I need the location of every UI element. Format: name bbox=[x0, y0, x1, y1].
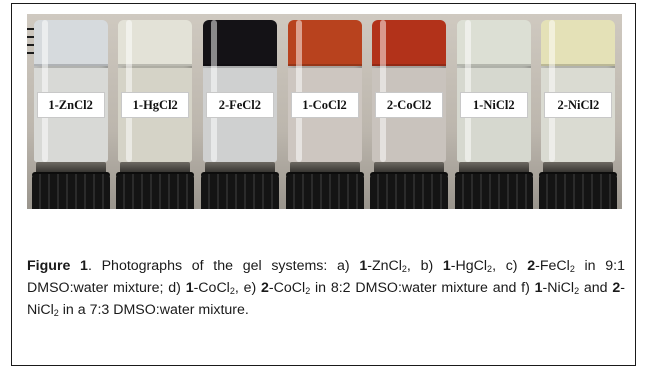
caption-compound-number: 2 bbox=[261, 280, 269, 296]
caption-compound-number: 1 bbox=[185, 280, 194, 296]
caption-compound-number: 2 bbox=[527, 258, 536, 274]
vial-label: 1-ZnCl2 bbox=[36, 92, 105, 118]
gel-boundary bbox=[118, 64, 193, 68]
vial-glass: 2-NiCl2 bbox=[541, 20, 616, 162]
gel-boundary bbox=[456, 64, 531, 68]
vial-1-cocl2: 1-CoCl2 bbox=[284, 14, 366, 209]
vial-1-nicl2: 1-NiCl2 bbox=[453, 14, 535, 209]
caption-subscript: 2 bbox=[229, 286, 235, 296]
vial-label: 2-NiCl2 bbox=[544, 92, 613, 118]
caption-compound-number: 1 bbox=[359, 258, 368, 274]
vial-label: 2-FeCl2 bbox=[205, 92, 274, 118]
vial-neck bbox=[374, 162, 445, 174]
vial-label: 1-CoCl2 bbox=[290, 92, 359, 118]
vial-1-zncl2: 1-ZnCl2 bbox=[30, 14, 112, 209]
glass-highlight bbox=[126, 20, 133, 162]
glass-highlight bbox=[464, 20, 471, 162]
caption-compound-number: 2 bbox=[612, 280, 621, 296]
vial-2-nicl2: 2-NiCl2 bbox=[537, 14, 619, 209]
vial-neck bbox=[458, 162, 529, 174]
vial-label: 2-CoCl2 bbox=[375, 92, 444, 118]
glass-highlight bbox=[295, 20, 302, 162]
gel-boundary bbox=[33, 64, 108, 68]
vial-2-cocl2: 2-CoCl2 bbox=[368, 14, 450, 209]
caption-segment: -NiCl bbox=[27, 280, 625, 318]
vial-cap bbox=[200, 174, 279, 209]
vial-label: 1-NiCl2 bbox=[459, 92, 528, 118]
caption-subscript: 2 bbox=[574, 286, 580, 296]
glass-highlight bbox=[41, 20, 48, 162]
caption-subscript: 2 bbox=[569, 264, 575, 274]
figure-caption: Figure 1. Photographs of the gel systems… bbox=[27, 255, 625, 321]
vial-cap bbox=[539, 174, 618, 209]
caption-segment: -CoCl bbox=[193, 280, 230, 296]
vial-cap bbox=[116, 174, 195, 209]
vial-neck bbox=[35, 162, 106, 174]
vial-glass: 1-NiCl2 bbox=[456, 20, 531, 162]
vial-glass: 2-FeCl2 bbox=[202, 20, 277, 162]
vial-neck bbox=[120, 162, 191, 174]
caption-compound-number: 1 bbox=[534, 280, 543, 296]
caption-segment: , e) bbox=[234, 280, 262, 296]
vial-cap bbox=[370, 174, 449, 209]
caption-compound-number: 1 bbox=[442, 258, 451, 274]
glass-highlight bbox=[380, 20, 387, 162]
vial-glass: 1-ZnCl2 bbox=[33, 20, 108, 162]
vial-glass: 2-CoCl2 bbox=[372, 20, 447, 162]
vial-neck bbox=[543, 162, 614, 174]
caption-segment: in 9:1 DMSO:water mixture; d) bbox=[27, 258, 625, 296]
vial-neck bbox=[289, 162, 360, 174]
vial-neck bbox=[204, 162, 275, 174]
caption-segment: -ZnCl bbox=[367, 258, 402, 274]
gel-boundary bbox=[202, 64, 277, 68]
gel-boundary bbox=[372, 64, 447, 68]
glass-highlight bbox=[549, 20, 556, 162]
caption-text: . Photographs of the gel systems: a) 1-Z… bbox=[27, 258, 625, 318]
caption-segment: -HgCl bbox=[450, 258, 488, 274]
caption-segment: -FeCl bbox=[535, 258, 570, 274]
vial-1-hgcl2: 1-HgCl2 bbox=[114, 14, 196, 209]
caption-segment: , c) bbox=[492, 258, 528, 274]
caption-segment: -CoCl bbox=[268, 280, 306, 296]
gel-boundary bbox=[287, 64, 362, 68]
vial-cap bbox=[454, 174, 533, 209]
caption-segment: , b) bbox=[406, 258, 443, 274]
vial-glass: 1-HgCl2 bbox=[118, 20, 193, 162]
vial-glass: 1-CoCl2 bbox=[287, 20, 362, 162]
vial-2-fecl2: 2-FeCl2 bbox=[199, 14, 281, 209]
caption-segment: and bbox=[579, 280, 613, 296]
caption-segment: in a 7:3 DMSO:water mixture. bbox=[58, 302, 249, 318]
caption-subscript: 2 bbox=[305, 286, 311, 296]
caption-segment: in 8:2 DMSO:water mixture and f) bbox=[310, 280, 535, 296]
caption-segment: . Photographs of the gel systems: a) bbox=[87, 258, 360, 274]
vial-cap bbox=[31, 174, 110, 209]
vial-label: 1-HgCl2 bbox=[121, 92, 190, 118]
caption-subscript: 2 bbox=[487, 264, 493, 274]
figure-label: Figure 1 bbox=[27, 258, 88, 274]
vial-cap bbox=[285, 174, 364, 209]
gel-boundary bbox=[541, 64, 616, 68]
glass-highlight bbox=[210, 20, 217, 162]
caption-subscript: 2 bbox=[53, 308, 59, 318]
gel-vials-photograph: 1-ZnCl2 1-HgCl2 2-FeCl2 1-CoCl2 2-CoCl2 1-NiC… bbox=[27, 14, 622, 209]
caption-subscript: 2 bbox=[401, 264, 407, 274]
caption-segment: -NiCl bbox=[542, 280, 575, 296]
